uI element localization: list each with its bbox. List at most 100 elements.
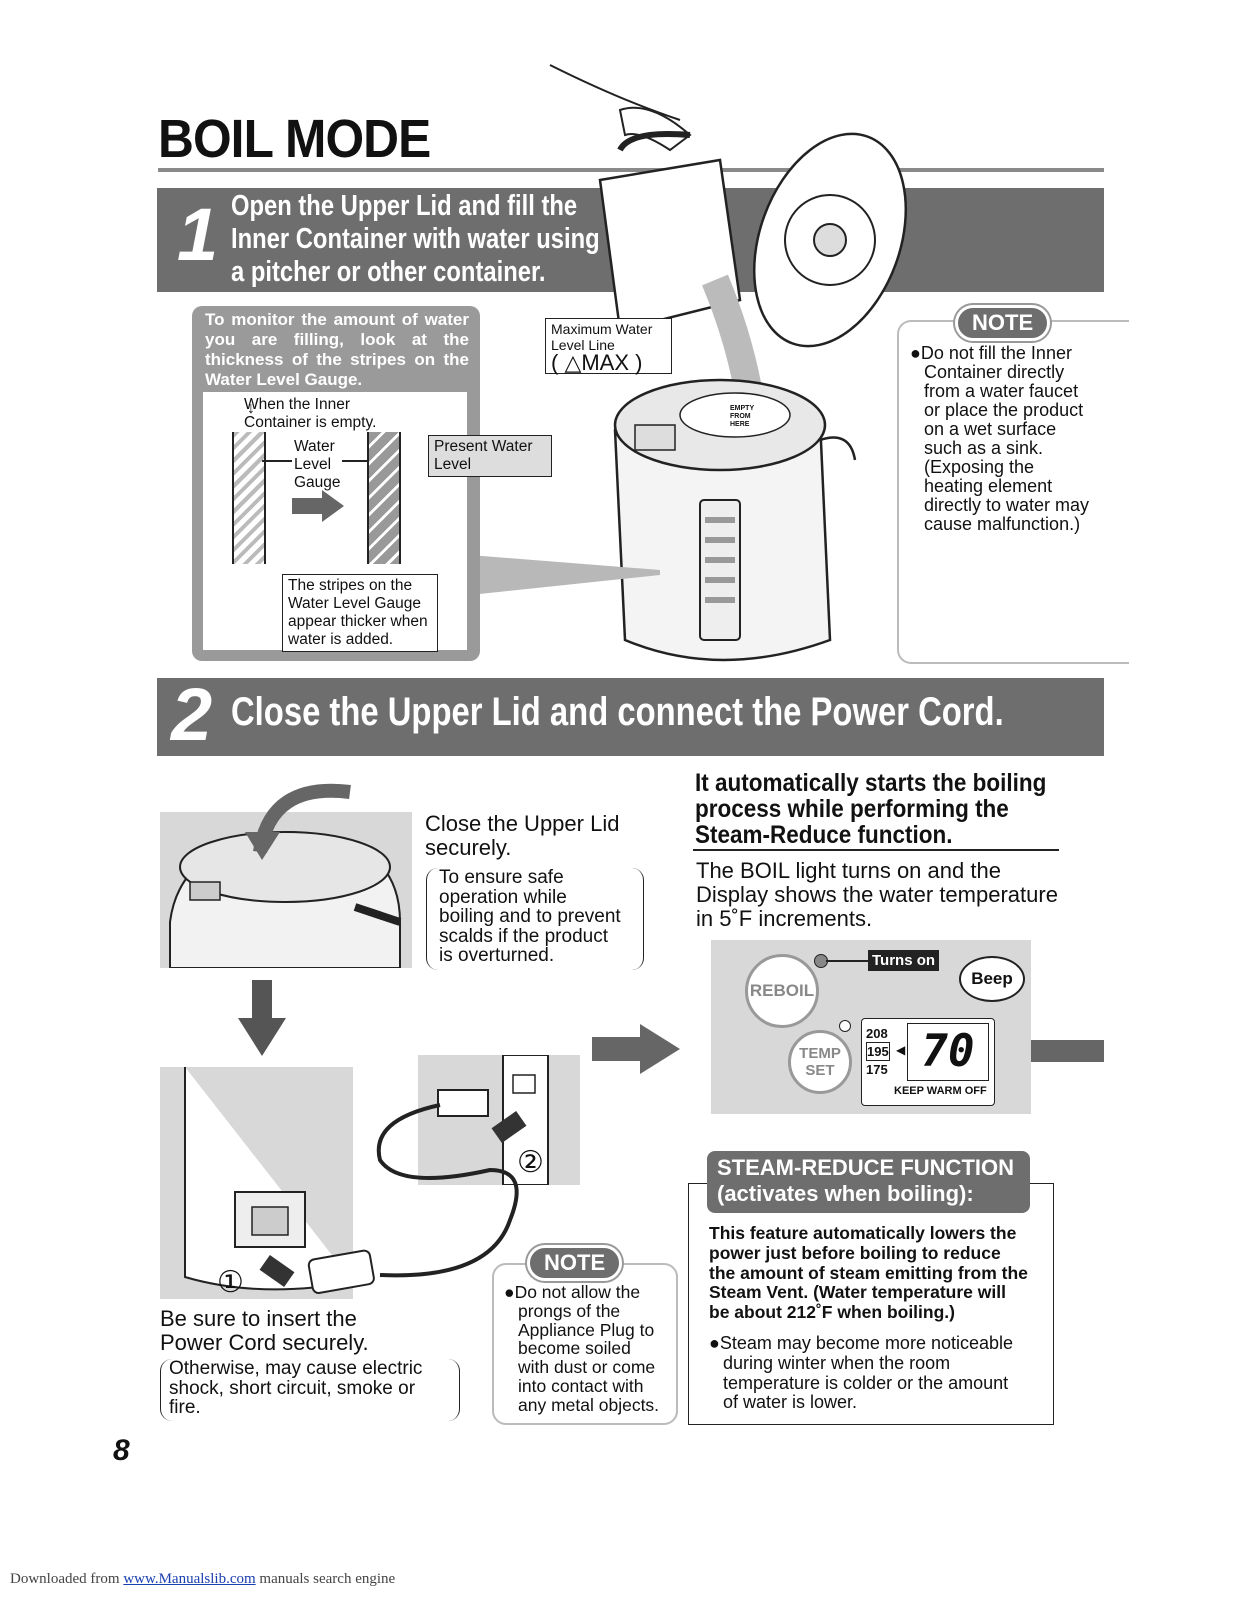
note2-line-3: Appliance Plug to (518, 1319, 655, 1340)
turns-on-label: Turns on (868, 950, 940, 971)
note1-line-9: directly to water may (924, 495, 1090, 515)
set-label: SET (805, 1062, 835, 1079)
page-title: BOIL MODE (158, 109, 431, 169)
footer-prefix: Downloaded from (10, 1571, 120, 1587)
temp-set-button: TEMP SET (788, 1030, 852, 1094)
safe-line-3: boiling and to prevent (439, 906, 621, 927)
gauge-word-1: Water (294, 438, 335, 455)
step-1-line-2: Inner Container with water using (231, 223, 600, 255)
right-arrow-shaft (592, 1037, 642, 1061)
turns-on-leader (826, 960, 868, 962)
otherwise-line-1: Otherwise, may cause electric (169, 1358, 423, 1379)
empty-label-line-2: Container is empty. (244, 414, 377, 431)
boil-line-3: in 5˚F increments. (696, 906, 873, 931)
max-water-level-label: Maximum Water Level Line ( △MAX ) (545, 318, 672, 374)
note1-line-4: or place the product (924, 400, 1084, 420)
step-2-note-title: NOTE (527, 1245, 623, 1281)
note2-line-7: any metal objects. (518, 1394, 660, 1415)
pointer-icon: ◀ (896, 1043, 906, 1057)
steam-winter-note: ●Steam may become more noticeable during… (709, 1333, 1014, 1413)
steam-line-5: be about 212˚F when boiling.) (709, 1302, 955, 1323)
note1-line-6: such as a sink. (924, 438, 1044, 458)
note2-line-6: into contact with (518, 1375, 644, 1396)
steam-note-line-4: of water is lower. (723, 1392, 858, 1413)
temp-label: TEMP (799, 1045, 841, 1062)
steam-title-line-2: (activates when boiling): (717, 1181, 974, 1206)
step-1-line-1: Open the Upper Lid and fill the (231, 190, 578, 222)
down-arrow-icon-shaft (252, 980, 272, 1020)
arrow-right-head (322, 490, 344, 522)
filled-gauge (367, 432, 401, 564)
boil-light-text: The BOIL light turns on and the Display … (696, 859, 1058, 931)
note1-line-7: (Exposing the (924, 457, 1035, 477)
present-water-level-label: Present Water Level (428, 435, 552, 477)
stripes-line-2: Water Level Gauge (288, 595, 421, 612)
right-arrow-icon (640, 1024, 680, 1074)
steam-title-line-1: STEAM-REDUCE FUNCTION (717, 1155, 1014, 1180)
steam-note-line-3: temperature is colder or the amount (723, 1372, 1009, 1393)
step-circle-1: ① (217, 1266, 244, 1299)
empty-label-line-1: When the Inner (244, 396, 350, 413)
keep-warm-label: KEEP WARM OFF (894, 1085, 987, 1097)
empty-mark: EMPTY (730, 405, 755, 412)
page-number: 8 (113, 1434, 130, 1467)
steam-note-line-2: during winter when the room (723, 1352, 951, 1373)
temp-208: 208 (866, 1026, 888, 1041)
insert-line-2: Power Cord securely. (160, 1330, 369, 1355)
note2-line-1: ●Do not allow the (504, 1282, 641, 1302)
step-2-banner: 2 Close the Upper Lid and connect the Po… (157, 673, 1104, 756)
down-arrow-icon (238, 1018, 286, 1056)
note1-line-10: cause malfunction.) (924, 514, 1081, 534)
gauge-leader-1 (262, 460, 292, 462)
safe-line-5: is overturned. (439, 945, 555, 966)
step-1-note-text: ●Do not fill the Inner Container directl… (910, 344, 1089, 534)
max-line-1: Maximum Water (551, 321, 653, 337)
here-mark: HERE (730, 421, 750, 428)
safe-line-4: scalds if the product (439, 925, 608, 947)
temp-175: 175 (866, 1062, 888, 1077)
title-divider (158, 168, 1104, 172)
present-level-line-2: Level (434, 456, 472, 473)
boil-line-1: The BOIL light turns on and the (696, 858, 1001, 883)
max-line-2: Level Line (551, 337, 615, 353)
continue-arrow-icon (1024, 1040, 1104, 1062)
steam-line-1: This feature automatically lowers the (709, 1223, 1017, 1243)
present-level-line-1: Present Water (434, 438, 533, 455)
power-cord-illustration (307, 1103, 519, 1294)
step-2-heading: Close the Upper Lid and connect the Powe… (231, 690, 1004, 734)
from-mark: FROM (730, 413, 751, 420)
note1-line-1: ●Do not fill the Inner (910, 343, 1072, 363)
otherwise-line-3: fire. (169, 1397, 201, 1418)
stripes-line-1: The stripes on the (288, 577, 413, 594)
beep-label: Beep (971, 969, 1013, 988)
steam-reduce-title: STEAM-REDUCE FUNCTION (activates when bo… (707, 1151, 1030, 1213)
lcd-display: 208 195 175 ◀ 70 KEEP WARM OFF (861, 1018, 995, 1106)
step-1-note-title: NOTE (955, 305, 1051, 341)
temperature-readout: 70 (907, 1023, 989, 1081)
stripes-line-4: water is added. (288, 631, 394, 648)
note2-line-5: with dust or come (518, 1357, 656, 1378)
inside-marks: EMPTY FROM HERE (730, 405, 754, 429)
steam-note-line-1: ●Steam may become more noticeable (709, 1333, 1014, 1353)
close-lid-line-1: Close the Upper Lid (425, 811, 620, 836)
max-mark: ( △MAX ) (551, 350, 643, 375)
manualslib-link[interactable]: www.Manualslib.com (123, 1571, 256, 1587)
insert-line-1: Be sure to insert the (160, 1306, 357, 1331)
steam-line-2: power just before boiling to reduce (709, 1242, 1001, 1263)
step-1-line-3: a pitcher or other container. (231, 256, 546, 288)
close-lid-line-2: securely. (425, 835, 512, 860)
auto-head-line-2: process while performing the (695, 795, 1009, 823)
empty-container-label: When the Inner Container is empty. (244, 396, 376, 432)
monitor-instruction: To monitor the amount of water you are f… (205, 310, 469, 389)
step-2-number: 2 (171, 673, 213, 756)
temp-list: 208 195 175 (866, 1025, 890, 1078)
otherwise-warning: Otherwise, may cause electric shock, sho… (160, 1359, 460, 1421)
note2-line-2: prongs of the (518, 1300, 621, 1321)
arrow-right-icon (292, 498, 322, 514)
auto-start-heading: It automatically starts the boiling proc… (695, 770, 1046, 848)
note1-line-5: on a wet surface (924, 419, 1057, 439)
close-lid-illustration (160, 812, 412, 969)
footer-suffix: manuals search engine (259, 1571, 396, 1587)
boil-line-2: Display shows the water temperature (696, 882, 1058, 907)
step-1-number: 1 (177, 193, 219, 276)
